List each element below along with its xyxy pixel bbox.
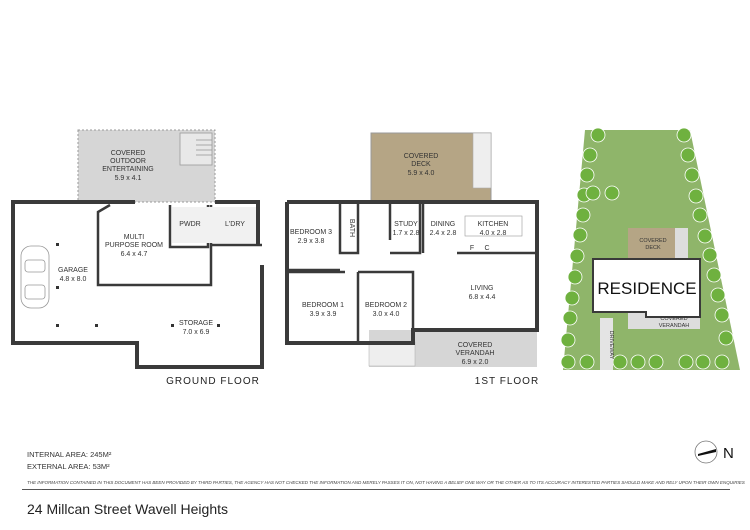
tree-icon [575, 207, 591, 223]
room-label: BEDROOM 3 [290, 229, 332, 236]
kitchen-bench [464, 215, 523, 237]
tree-icon [678, 354, 694, 370]
room-label: DINING [431, 221, 456, 228]
room-label: BEDROOM 1 [302, 302, 344, 309]
residence-outline [592, 258, 701, 318]
tree-icon [680, 147, 696, 163]
stairs-icon [179, 132, 213, 166]
room-label: GARAGE [58, 267, 88, 274]
tiled-floor [172, 207, 256, 243]
divider [22, 489, 730, 490]
room-size: 4.0 x 2.8 [480, 230, 507, 237]
site-verandah-label: COVERED [660, 316, 687, 322]
room-label: STUDY [394, 221, 418, 228]
room-size: 3.0 x 4.0 [373, 311, 400, 318]
site-deck-label: COVERED [639, 238, 666, 244]
room-size: 7.0 x 6.9 [183, 329, 210, 336]
room-size: 6.9 x 2.0 [462, 359, 489, 366]
tree-icon [564, 290, 580, 306]
residence-label: RESIDENCE [597, 279, 696, 298]
tree-icon [560, 354, 576, 370]
tree-icon [697, 228, 713, 244]
tree-icon [579, 167, 595, 183]
tree-icon [695, 354, 711, 370]
tree-icon [562, 310, 578, 326]
driveway [600, 318, 613, 370]
tree-icon [582, 147, 598, 163]
tree-icon [676, 127, 692, 143]
tree-icon [688, 188, 704, 204]
tree-icon [585, 185, 601, 201]
tree-icon [692, 207, 708, 223]
first-floor-plan: BEDROOM 3 2.9 x 3.8 BATH STUDY 1.7 x 2.8… [285, 132, 539, 387]
room-label: COVERED [404, 153, 439, 160]
site-verandah-label: VERANDAH [659, 323, 690, 329]
room-size: 4.8 x 8.0 [60, 276, 87, 283]
property-address: 24 Millcan Street Wavell Heights [27, 501, 229, 517]
column-markers [56, 243, 220, 327]
stairs-icon [472, 132, 492, 189]
room-label: VERANDAH [456, 350, 495, 357]
disclaimer: THE INFORMATION CONTAINED IN THIS DOCUME… [27, 480, 745, 485]
room-size: 6.8 x 4.4 [469, 294, 496, 301]
first-floor-title: 1ST FLOOR [475, 376, 539, 387]
tree-icon [648, 354, 664, 370]
room-label: MULTI [124, 234, 145, 241]
site-deck-label: DECK [645, 245, 661, 251]
north-arrow-icon: N [694, 440, 734, 464]
trees [560, 127, 734, 370]
north-label: N [723, 445, 734, 462]
room-label: COVERED [458, 342, 493, 349]
stairs-icon [368, 341, 416, 367]
car-icon [20, 245, 50, 309]
cupboard-label: C [484, 245, 489, 252]
tree-icon [569, 248, 585, 264]
room-label: ENTERTAINING [102, 166, 153, 173]
room-label: COVERED [111, 150, 146, 157]
room-size: 6.4 x 4.7 [121, 251, 148, 258]
tree-icon [604, 185, 620, 201]
external-area: EXTERNAL AREA: 53M² [27, 462, 110, 471]
room-label: KITCHEN [478, 221, 509, 228]
tree-icon [718, 330, 734, 346]
room-size: 1.7 x 2.8 [393, 230, 420, 237]
tree-icon [684, 167, 700, 183]
room-label: PURPOSE ROOM [105, 242, 163, 249]
tree-icon [567, 269, 583, 285]
room-size: 2.4 x 2.8 [430, 230, 457, 237]
tree-icon [702, 247, 718, 263]
tree-icon [714, 354, 730, 370]
tree-icon [579, 354, 595, 370]
fridge-label: F [470, 245, 474, 252]
room-label: L'DRY [225, 221, 245, 228]
room-size: 2.9 x 3.8 [298, 238, 325, 245]
room-size: 5.9 x 4.1 [115, 175, 142, 182]
internal-area: INTERNAL AREA: 245M² [27, 450, 112, 459]
driveway-label: DRIVEWAY [608, 331, 614, 360]
room-label: LIVING [471, 285, 494, 292]
tree-icon [714, 307, 730, 323]
room-label: OUTDOOR [110, 158, 146, 165]
tree-icon [590, 127, 606, 143]
room-size: 3.9 x 3.9 [310, 311, 337, 318]
room-label: STORAGE [179, 320, 213, 327]
tree-icon [572, 227, 588, 243]
room-label: BEDROOM 2 [365, 302, 407, 309]
ground-floor-plan: COVERED OUTDOOR ENTERTAINING 5.9 x 4.1 G… [11, 129, 264, 387]
tree-icon [560, 332, 576, 348]
room-label: DECK [411, 161, 431, 168]
room-label: BATH [348, 219, 355, 237]
site-plan: RESIDENCE COVERED DECK COVERED VERANDAH … [560, 127, 740, 370]
tree-icon [612, 354, 628, 370]
room-size: 5.9 x 4.0 [408, 170, 435, 177]
ground-floor-title: GROUND FLOOR [166, 376, 260, 387]
tree-icon [706, 267, 722, 283]
room-label: PWDR [179, 221, 200, 228]
tree-icon [630, 354, 646, 370]
tree-icon [710, 287, 726, 303]
